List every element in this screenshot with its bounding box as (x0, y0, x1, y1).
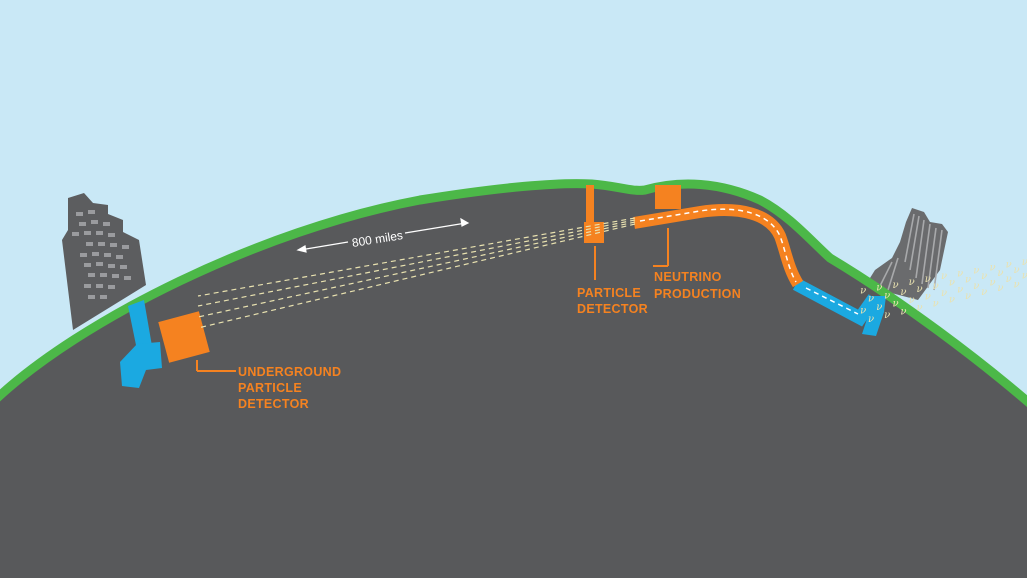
neutrino-symbol: ν (925, 291, 931, 302)
neutrino-symbol: ν (1006, 260, 1012, 271)
factory-tower-icon (865, 208, 948, 300)
neutrino-symbol: ν (868, 294, 874, 305)
neutrino-symbol: ν (989, 263, 995, 274)
neutrino-symbol: ν (1022, 270, 1027, 281)
neutrino-symbol: ν (973, 265, 979, 276)
neutrino-symbol: ν (876, 302, 882, 313)
neutrino-symbol: ν (860, 305, 866, 316)
neutrino-symbol: ν (892, 298, 898, 309)
neutrino-symbol: ν (1022, 257, 1027, 268)
neutrino-symbol: ν (941, 271, 947, 282)
neutrino-beam (197, 217, 636, 329)
neutrino-symbol: ν (925, 274, 931, 285)
neutrino-symbol: ν (909, 277, 915, 288)
neutrino-symbol: ν (892, 280, 898, 291)
neutrino-symbol: ν (933, 299, 939, 310)
neutrino-symbol: ν (916, 284, 922, 295)
earth-ground (0, 179, 1027, 578)
neutrino-symbol: ν (884, 290, 890, 301)
neutrino-symbol: ν (909, 295, 915, 306)
neutrino-symbol: ν (900, 287, 906, 298)
neutrino-symbol: ν (973, 281, 979, 292)
neutrino-symbol: ν (1013, 265, 1019, 276)
neutrino-symbol: ν (941, 288, 947, 299)
neutrino-symbol: ν (933, 281, 939, 292)
near-particle-detector-label: PARTICLE DETECTOR (577, 286, 648, 316)
neutrino-symbol: ν (989, 277, 995, 288)
neutrino-symbol: ν (916, 302, 922, 313)
neutrino-symbol: ν (949, 295, 955, 306)
beamline-shaft (792, 278, 886, 336)
neutrino-production-block (655, 185, 681, 209)
neutrino-symbol: ν (981, 271, 987, 282)
neutrino-production-label: NEUTRINO PRODUCTION (654, 270, 741, 301)
neutrino-symbol: ν (876, 283, 882, 294)
neutrino-symbol: ν (884, 310, 890, 321)
neutrino-symbol: ν (997, 283, 1003, 294)
neutrino-symbol: ν (1006, 274, 1012, 285)
distance-marker (296, 217, 470, 253)
neutrino-symbol: ν (981, 287, 987, 298)
underground-particle-detector-label: UNDERGROUND PARTICLE DETECTOR (238, 365, 345, 411)
underground-particle-detector (158, 311, 210, 363)
neutrino-symbol: ν (949, 278, 955, 289)
neutrino-particles: νννννννννννννννννννννννννννννννννννννννν… (860, 257, 1027, 325)
neutrino-symbol: ν (860, 286, 866, 297)
neutrino-symbol: ν (868, 314, 874, 325)
neutrino-symbol: ν (965, 291, 971, 302)
neutrino-symbol: ν (1013, 279, 1019, 290)
neutrino-symbol: ν (997, 268, 1003, 279)
neutrino-symbol: ν (965, 274, 971, 285)
far-detector-shaft (120, 300, 162, 388)
neutrino-symbol: ν (957, 284, 963, 295)
neutrino-symbol: ν (957, 268, 963, 279)
neutrino-symbol: ν (900, 306, 906, 317)
city-building-icon (62, 193, 146, 330)
